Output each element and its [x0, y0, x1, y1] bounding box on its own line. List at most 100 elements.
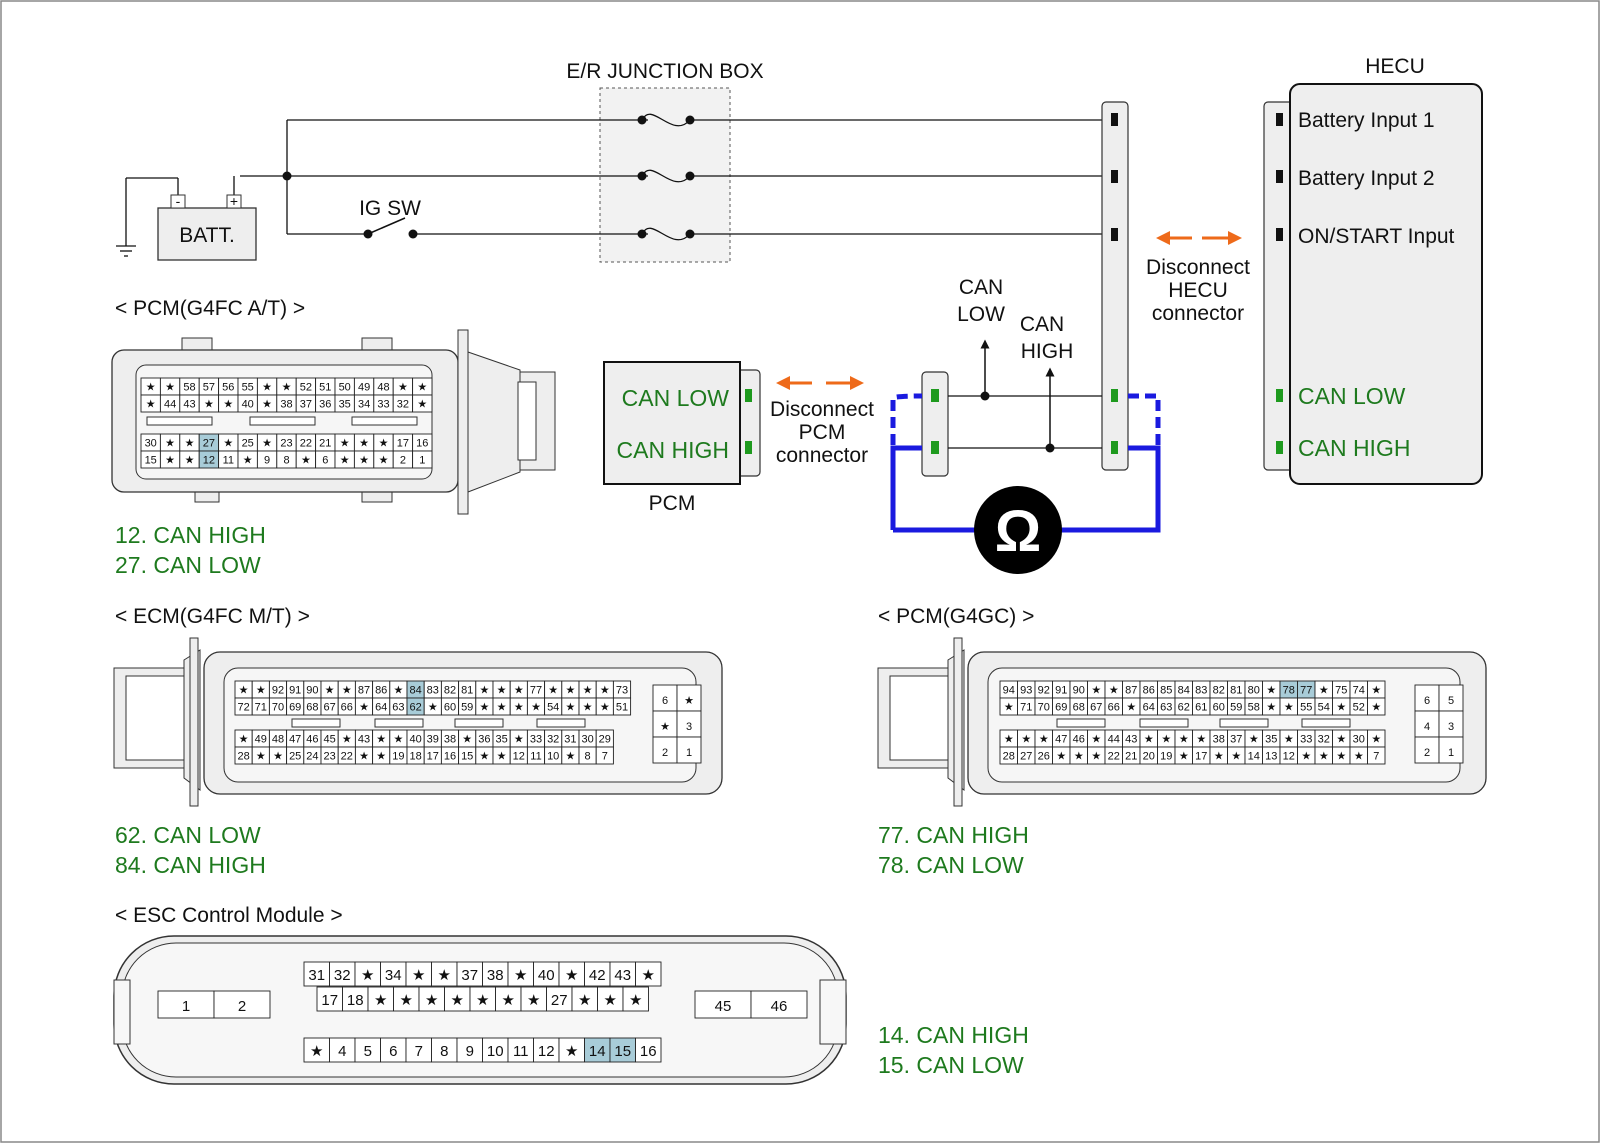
esc-pin-label: 32	[334, 967, 351, 984]
ecm-mt-pin-label: ★	[565, 751, 575, 763]
pcm-at-pin-label: ★	[417, 382, 427, 394]
pcm-at-pin-label: ★	[301, 455, 311, 467]
ecm-mt-pin-label: ★	[239, 734, 249, 746]
ecm-mt-pin-label: 90	[306, 685, 318, 697]
pcm-at-pin-label: 34	[358, 399, 370, 411]
ecm-mt-pin-label: 60	[444, 702, 456, 714]
esc-cell	[546, 986, 573, 1012]
ecm-mt-pin-label: ★	[342, 734, 352, 746]
ecm-mt-pin-label: 17	[427, 751, 439, 763]
ecm-mt-pin-label: 31	[564, 734, 576, 746]
splice-dot	[282, 171, 292, 181]
esc-cell	[584, 1037, 611, 1063]
esc-cell	[469, 986, 496, 1012]
ecm-mt-pin-label: 66	[341, 702, 353, 714]
esc-pin-label: ★	[374, 992, 387, 1009]
pcm-disconnect-line1: Disconnect	[770, 398, 874, 421]
pcm-at-pin-label: 43	[183, 399, 195, 411]
pcm-gc-side-pin-label: 2	[1424, 747, 1430, 759]
pcm-gc-pin-label: 87	[1125, 685, 1137, 697]
esc-pin-label: ★	[565, 1043, 578, 1060]
esc-note-1: 14. CAN HIGH	[878, 1022, 1029, 1048]
pcm-gc-pin-label: ★	[1249, 734, 1259, 746]
ecm-mt-pin-label: 16	[444, 751, 456, 763]
esc-pin-label: 5	[364, 1043, 372, 1060]
esc-cell	[609, 1037, 636, 1063]
pcm-at-pin-label: ★	[204, 399, 214, 411]
battery-label: BATT.	[179, 224, 235, 247]
ecm-mt-side-pin-label: 6	[662, 695, 668, 707]
pcm-gc-pin-label: ★	[1354, 751, 1364, 763]
esc-cell	[622, 986, 649, 1012]
esc-pin-label: ★	[502, 992, 515, 1009]
pcm-g4gc-note-2: 78. CAN LOW	[878, 852, 1024, 878]
esc-pin-label: ★	[642, 967, 655, 984]
pcm-gc-pin-label: 94	[1003, 685, 1015, 697]
esc-cell	[507, 961, 534, 987]
ecm-mt-pin-label: 23	[323, 751, 335, 763]
pcm-g4fc-at-title: < PCM(G4FC A/T) >	[115, 297, 305, 320]
ecm-mt-pin-label: 70	[272, 702, 284, 714]
esc-pin-label: 11	[513, 1043, 529, 1060]
esc-cell	[635, 961, 662, 987]
pcm-gc-pin-label: 75	[1335, 685, 1347, 697]
pcm-gc-pin-label: 55	[1300, 702, 1312, 714]
battery: - + BATT.	[157, 193, 257, 261]
esc-cell	[558, 1037, 585, 1063]
esc-pin-label: 10	[487, 1043, 504, 1060]
pcm-gc-pin-label: 83	[1195, 685, 1207, 697]
probe-can-low-line1: CAN	[959, 276, 1003, 299]
ecm-mt-pin-label: ★	[359, 751, 369, 763]
pcm-at-pin-label: 48	[377, 382, 389, 394]
pcm-at-pin-label: ★	[185, 438, 195, 450]
ecm-mt-pin-label: ★	[342, 685, 352, 697]
ecm-mt-pin-label: 43	[358, 734, 370, 746]
esc-cell	[456, 1037, 483, 1063]
pcm-gc-pin-label: ★	[1214, 751, 1224, 763]
pcm-at-pin-label: ★	[223, 399, 233, 411]
hecu-pin-battery-1: Battery Input 1	[1298, 109, 1435, 132]
esc-cell	[558, 961, 585, 987]
ecm-mt-pin-label: ★	[273, 751, 283, 763]
pcm-at-pin-label: ★	[243, 455, 253, 467]
pcm-at-pin-label: 55	[242, 382, 254, 394]
pcm-at-pin-label: ★	[340, 438, 350, 450]
ecm-mt-pin-label: 32	[547, 734, 559, 746]
esc-pin-label: 40	[538, 967, 555, 984]
probe-can-high-line2: HIGH	[1021, 340, 1074, 363]
pcm-at-pin-label: ★	[379, 438, 389, 450]
pcm-gc-side-cell	[1438, 710, 1464, 738]
esc-cell	[520, 986, 547, 1012]
pcm-at-pin-label: 37	[300, 399, 312, 411]
ecm-mt-pin-label: 46	[306, 734, 318, 746]
hecu-pin-on-start: ON/START Input	[1298, 225, 1455, 248]
pcm-gc-pin-label: ★	[1266, 685, 1276, 697]
ecm-mt-pin-label: 49	[255, 734, 267, 746]
pcm-gc-pin-label: 46	[1073, 734, 1085, 746]
pcm-at-pin-label: 2	[400, 455, 406, 467]
ecm-mt-pin-label: 11	[530, 751, 541, 763]
ecm-mt-pin-label: 30	[581, 734, 593, 746]
pcm-gc-pin-label: 38	[1213, 734, 1225, 746]
esc-cell	[303, 1037, 330, 1063]
pcm-at-pin-label: ★	[417, 399, 427, 411]
pcm-at-pin-label: 30	[145, 438, 157, 450]
esc-pin-label: 6	[389, 1043, 397, 1060]
pcm-gc-cell	[1367, 746, 1386, 765]
pcm-gc-side-pin-label: 4	[1424, 721, 1430, 733]
pcm-gc-pin-label: ★	[1039, 734, 1049, 746]
pcm-gc-pin-label: ★	[1319, 685, 1329, 697]
pcm-gc-pin-label: ★	[1021, 734, 1031, 746]
ecm-mt-side-pin-label: ★	[660, 721, 670, 733]
pcm-gc-pin-label: 59	[1230, 702, 1242, 714]
ecm-mt-pin-label: 8	[585, 751, 591, 763]
esc-cell	[354, 961, 381, 987]
pcm-gc-pin-label: 37	[1230, 734, 1242, 746]
esc-left-cell	[157, 990, 215, 1019]
pcm-gc-side-cell	[1414, 736, 1440, 764]
pcm-gc-pin-label: 54	[1318, 702, 1330, 714]
ecm-mt-pin-label: 39	[427, 734, 439, 746]
